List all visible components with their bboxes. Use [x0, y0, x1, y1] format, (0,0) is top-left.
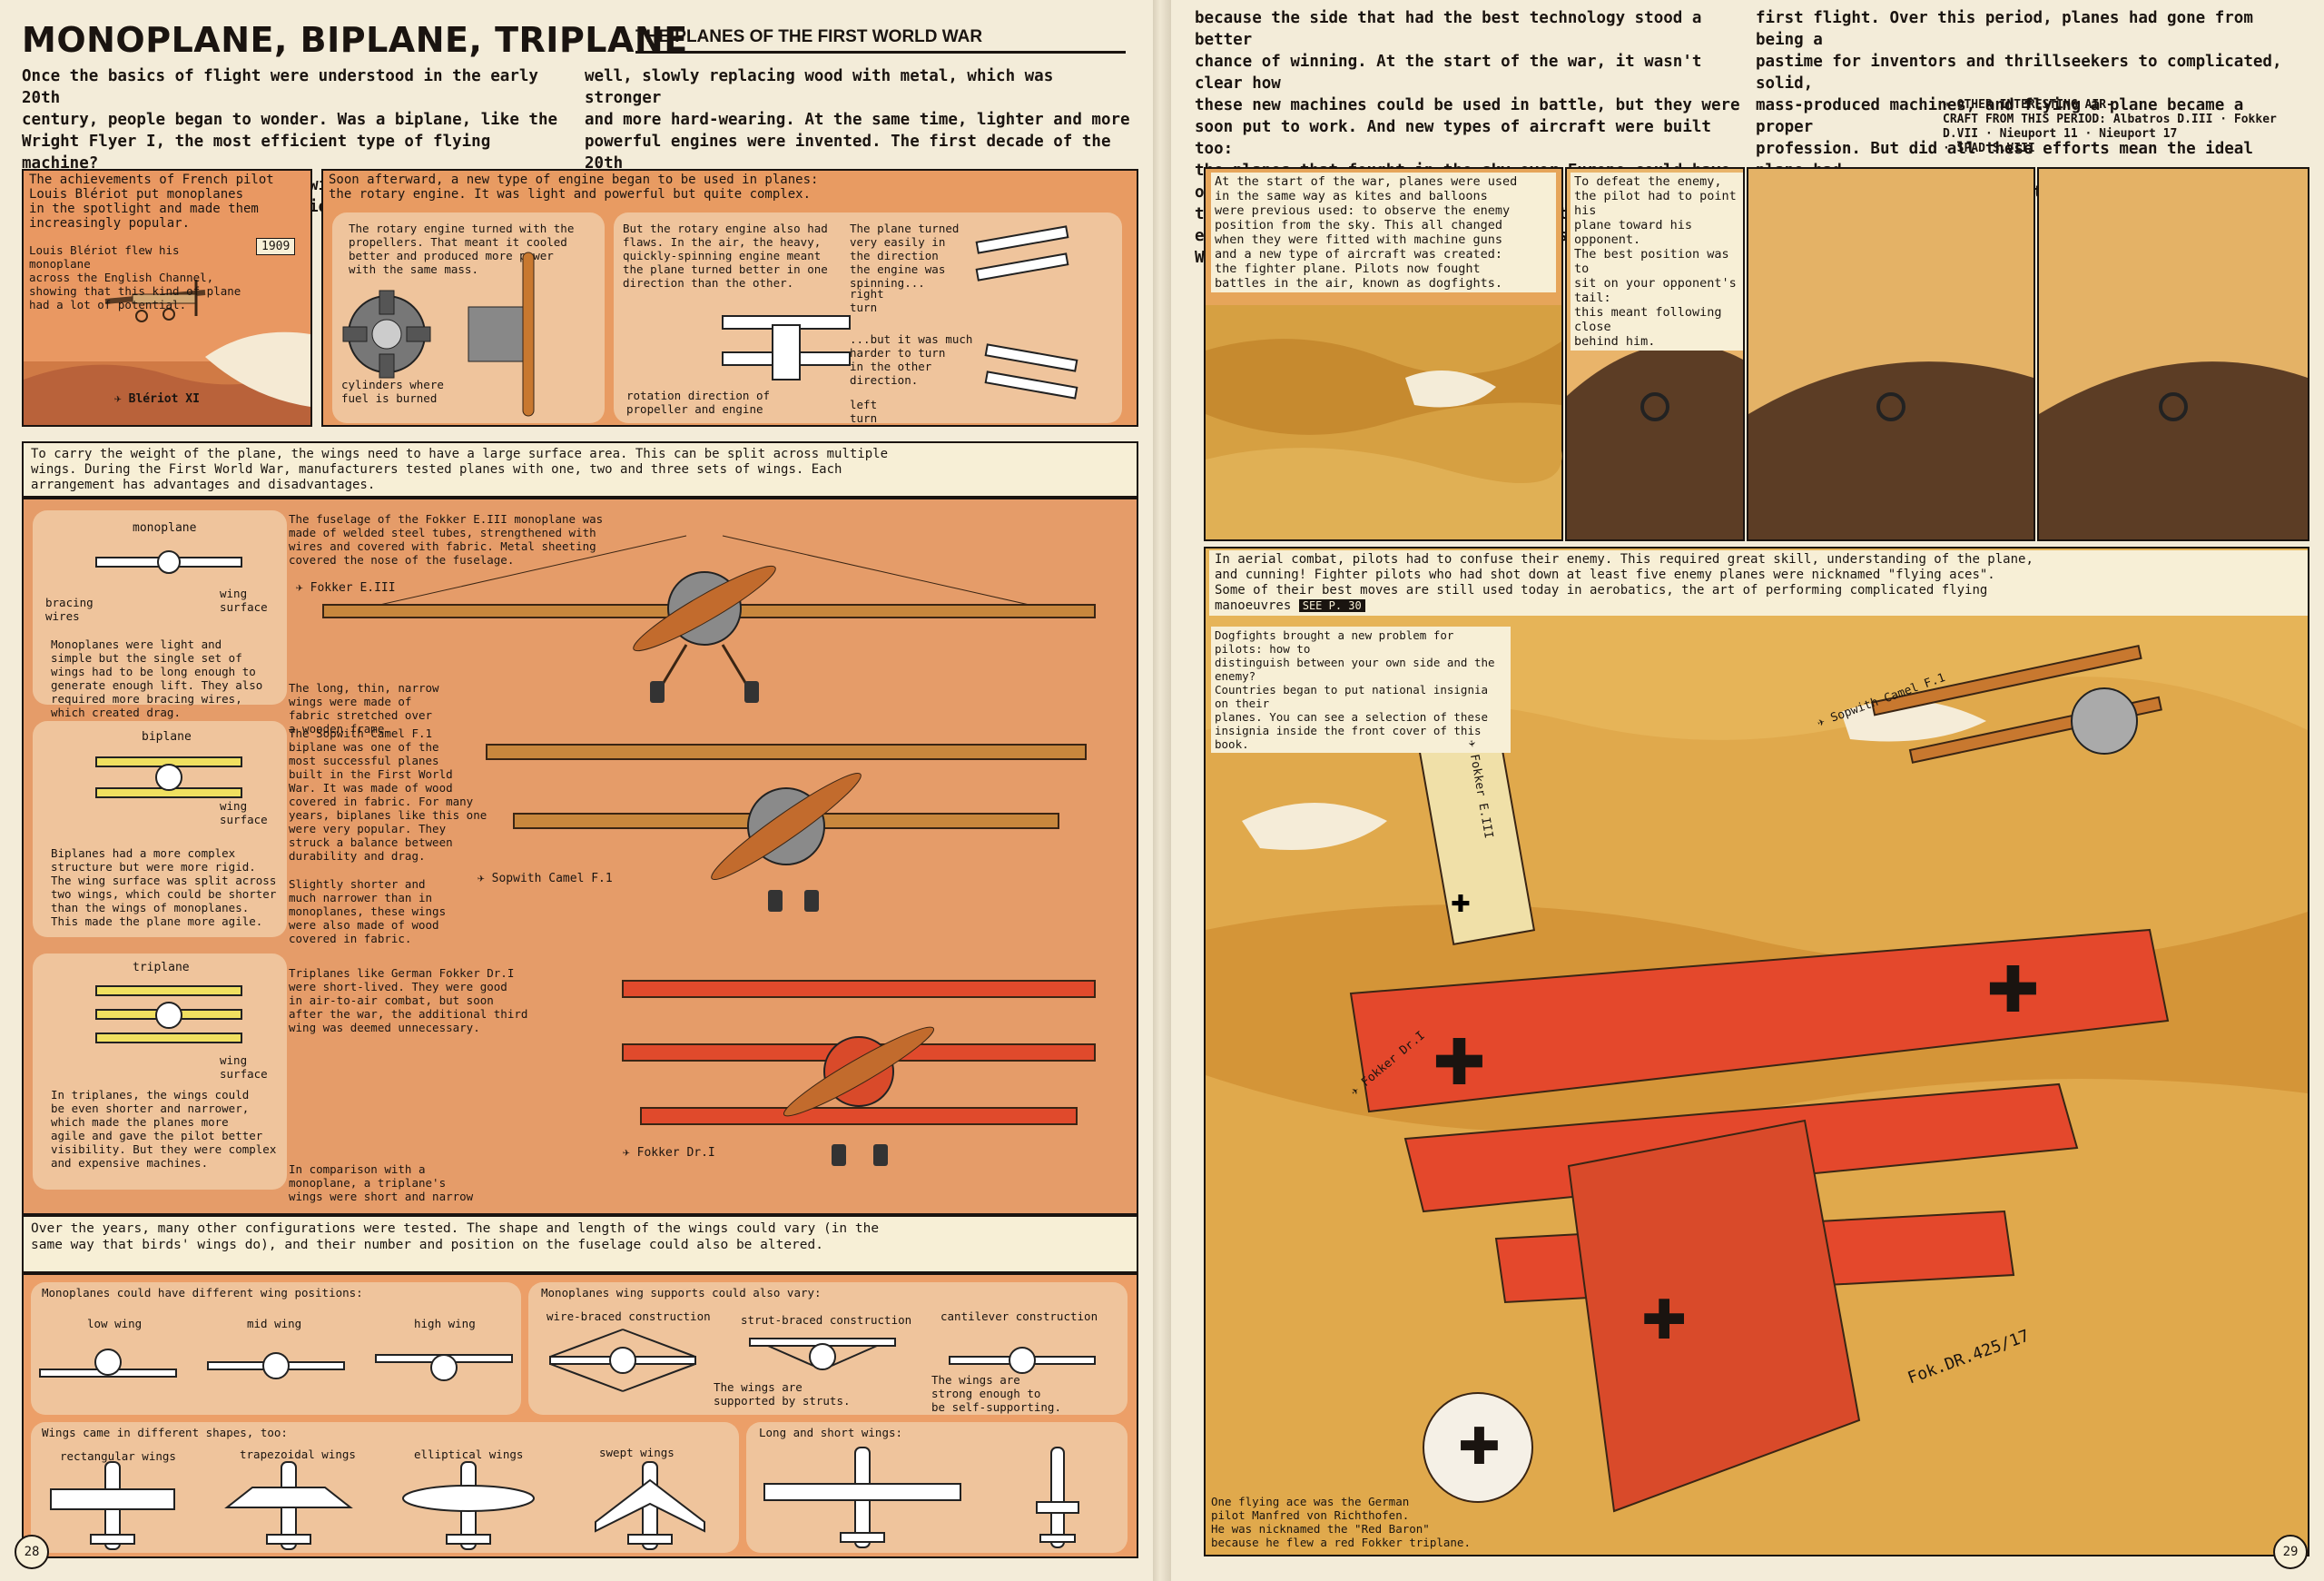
engine-text-4: ...but it was much harder to turn in the…: [850, 332, 973, 387]
svg-text:✚: ✚: [1986, 953, 2040, 1027]
right-page: because the side that had the best techn…: [1171, 0, 2324, 1581]
shapes-title: Wings came in different shapes, too:: [42, 1426, 288, 1439]
strut-note: The wings are supported by struts.: [714, 1380, 851, 1408]
aerial-combat-text: In aerial combat, pilots had to confuse …: [1209, 550, 2308, 616]
configurations-intro: Over the years, many other configuration…: [22, 1215, 1138, 1273]
monoplane-label: monoplane: [133, 521, 197, 535]
sopwith-camel-illustration: [486, 744, 1087, 912]
bleriot-caption: The achievements of French pilot Louis B…: [29, 173, 274, 231]
svg-text:✚: ✚: [1458, 1418, 1501, 1477]
fokker-e3-illustration: [322, 535, 1096, 703]
fokker-e3-fuselage-text: The fuselage of the Fokker E.III monopla…: [289, 512, 604, 567]
comic-panel-3: [1747, 167, 2035, 541]
svg-text:✚: ✚: [1433, 1025, 1486, 1100]
triplane-text: In triplanes, the wings could be even sh…: [51, 1088, 277, 1170]
wings-panel: monoplane bracing wires wing surface Mon…: [22, 498, 1138, 1215]
bracing-wires-label: bracing wires: [45, 596, 94, 623]
engine-text-2: But the rotary engine also had flaws. In…: [623, 222, 828, 290]
svg-text:✚: ✚: [1641, 1289, 1687, 1352]
page-subtitle: THE PLANES OF THE FIRST WORLD WAR: [635, 27, 1126, 54]
turning-biplane-icons: [975, 225, 1078, 400]
wing-support-diagrams: [549, 1329, 1096, 1392]
position-high-wing: high wing: [414, 1317, 476, 1330]
monoplane-text: Monoplanes were light and simple but the…: [51, 637, 263, 719]
other-aircraft-note: ➔ OTHER INTERESTING AIR- CRAFT FROM THIS…: [1943, 98, 2277, 155]
year-badge: 1909: [256, 238, 296, 255]
fokker-dr1-illustration: [622, 980, 1096, 1166]
plane-icon: ✈: [478, 872, 492, 885]
wing-length-diagrams: [763, 1447, 1079, 1548]
rotary-engine-panel: Soon afterward, a new type of engine beg…: [321, 169, 1138, 427]
panel-1-text: At the start of the war, planes were use…: [1211, 173, 1556, 292]
plane-icon: ✈: [623, 1146, 637, 1160]
wings-intro: To carry the weight of the plane, the wi…: [22, 441, 1138, 498]
bleriot-illustration: [24, 280, 310, 425]
wing-surface-label: wing surface: [220, 587, 268, 614]
biplane-outline-icon: [722, 315, 851, 380]
comic-panel-1: At the start of the war, planes were use…: [1204, 167, 1563, 541]
page-title: MONOPLANE, BIPLANE, TRIPLANE: [22, 20, 688, 60]
landscape-illustration: [1206, 305, 1562, 539]
triplane-surface-label: wing surface: [220, 1053, 268, 1081]
positions-title: Monoplanes could have different wing pos…: [42, 1286, 363, 1299]
left-page: MONOPLANE, BIPLANE, TRIPLANE THE PLANES …: [0, 0, 1153, 1581]
fokker-dr1-label: ✈ Fokker Dr.I: [623, 1146, 715, 1160]
left-turn-label: left turn: [850, 398, 878, 425]
position-mid-wing: mid wing: [247, 1317, 302, 1330]
red-baron-text: One flying ace was the German pilot Manf…: [1211, 1495, 1471, 1549]
sopwith-camel-label: ✈ Sopwith Camel F.1: [478, 872, 613, 885]
right-turn-label: right turn: [850, 287, 884, 314]
wing-shape-diagrams: [50, 1461, 705, 1550]
support-strut-braced: strut-braced construction: [741, 1313, 912, 1327]
plane-icon: ✈: [114, 392, 129, 406]
biplane-diagram: [95, 756, 242, 798]
biplane-text: Biplanes had a more complex structure bu…: [51, 846, 277, 928]
dogfight-illustration: ✚✚ ✚ ✚ ✚ ✚: [1206, 645, 2308, 1555]
triplane-label: triplane: [133, 961, 190, 974]
plane-icon: ✈: [296, 581, 310, 595]
sopwith-camel-text: The Sopwith Camel F.1 biplane was one of…: [289, 726, 487, 863]
engine-caption: Soon afterward, a new type of engine beg…: [329, 173, 819, 202]
page-number: 28: [15, 1535, 49, 1569]
triplane-wing-note: In comparison with a monoplane, a tripla…: [289, 1162, 474, 1203]
triplane-diagram: [95, 985, 242, 1043]
supports-title: Monoplanes wing supports could also vary…: [541, 1286, 822, 1299]
comic-panel-2: To defeat the enemy, the pilot had to po…: [1565, 167, 1745, 541]
page-number: 29: [2273, 1535, 2308, 1569]
arrow-right-icon: ➔: [1943, 98, 1957, 112]
see-page-badge[interactable]: SEE P. 30: [1298, 599, 1365, 612]
position-low-wing: low wing: [87, 1317, 143, 1330]
biplane-label: biplane: [142, 730, 192, 744]
bleriot-note: Louis Blériot flew his monoplane across …: [29, 243, 241, 311]
cantilever-note: The wings are strong enough to be self-s…: [931, 1373, 1061, 1414]
rotation-label: rotation direction of propeller and engi…: [626, 389, 771, 416]
wing-position-diagrams: [39, 1349, 513, 1381]
biplane-surface-label: wing surface: [220, 799, 268, 826]
bleriot-panel: The achievements of French pilot Louis B…: [22, 169, 312, 427]
fokker-dr1-text: Triplanes like German Fokker Dr.I were s…: [289, 966, 528, 1034]
panel-2-text: To defeat the enemy, the pilot had to po…: [1571, 173, 1743, 351]
svg-text:✚: ✚: [1451, 891, 1471, 918]
shape-swept: swept wings: [599, 1446, 675, 1459]
insignia-text: Dogfights brought a new problem for pilo…: [1211, 627, 1511, 753]
configurations-panel: Monoplanes could have different wing pos…: [22, 1273, 1138, 1558]
cylinders-label: cylinders where fuel is burned: [341, 378, 444, 405]
engine-text-1: The rotary engine turned with the propel…: [349, 222, 575, 276]
engine-text-3: The plane turned very easily in the dire…: [850, 222, 960, 290]
length-title: Long and short wings:: [759, 1426, 903, 1439]
support-wire-braced: wire-braced construction: [547, 1309, 711, 1323]
biplane-wing-note: Slightly shorter and much narrower than …: [289, 877, 447, 945]
shape-rectangular: rectangular wings: [60, 1449, 176, 1463]
shape-elliptical: elliptical wings: [414, 1448, 524, 1461]
monoplane-diagram: [95, 550, 242, 574]
aerial-combat-panel: ✚✚ ✚ ✚ ✚ ✚ In aerial combat, pilots had …: [1204, 547, 2309, 1556]
book-gutter: [1153, 0, 1171, 1581]
monoplane-wing-note: The long, thin, narrow wings were made o…: [289, 681, 439, 736]
fokker-e3-label: ✈ Fokker E.III: [296, 581, 396, 595]
comic-panel-4: [2037, 167, 2309, 541]
rotary-engine-illustration: [342, 252, 535, 417]
bleriot-label: ✈ Blériot XI: [114, 392, 200, 406]
support-cantilever: cantilever construction: [940, 1309, 1098, 1323]
shape-trapezoidal: trapezoidal wings: [240, 1448, 356, 1461]
